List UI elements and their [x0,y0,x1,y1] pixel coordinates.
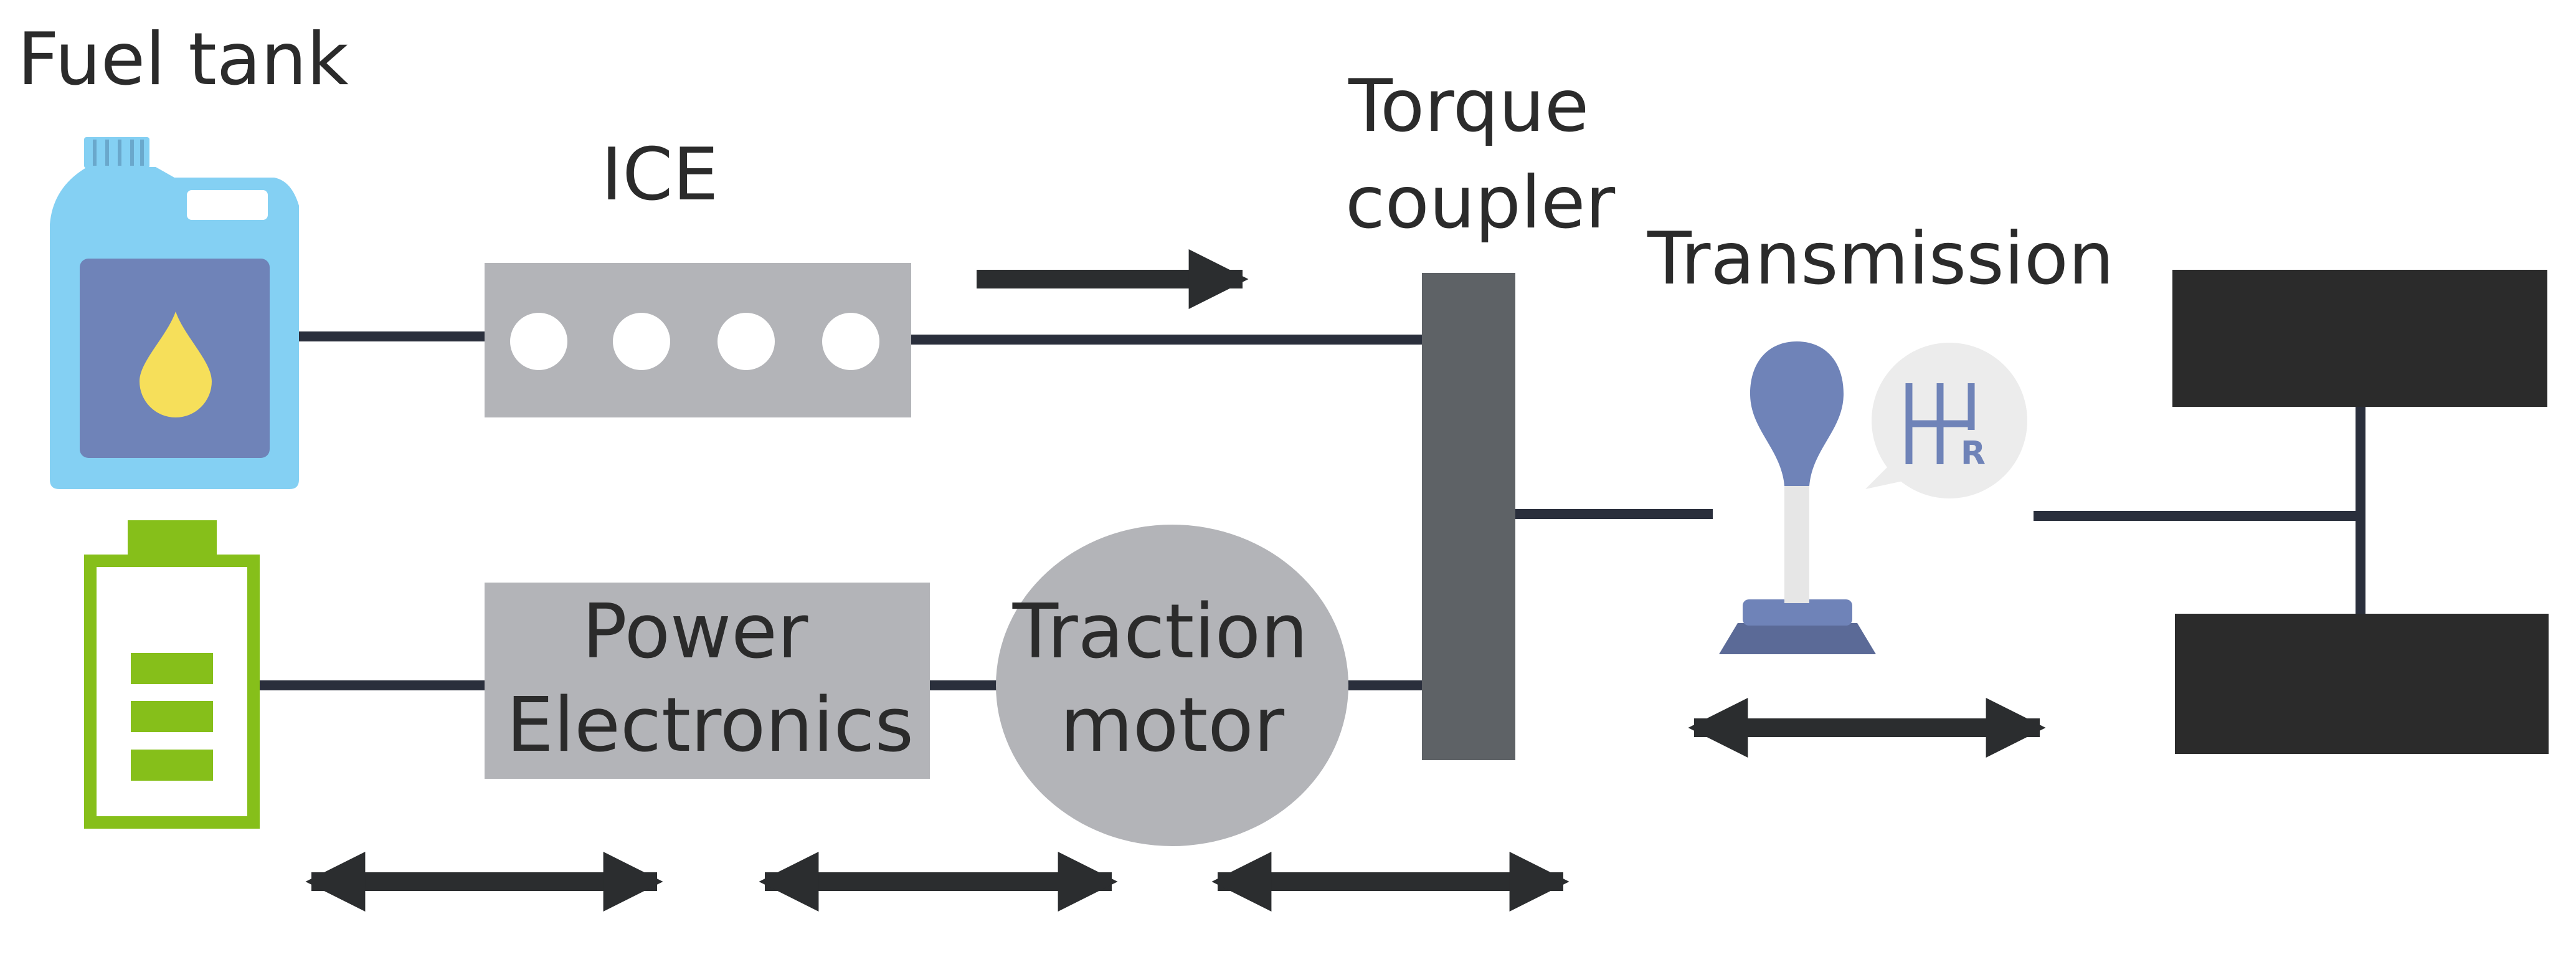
shifter-stick [1784,480,1809,603]
fuel-drop-icon [140,312,212,417]
cylinder-3 [717,313,775,370]
cylinder-1 [510,313,567,370]
shift-bubble-tail [1865,461,1909,489]
power-electronics-label-line1: Power [582,589,808,675]
torque-coupler-label-line1: Torque [1348,64,1589,148]
power-electronics-box [485,583,930,779]
traction-motor-label: Traction motor [1012,589,1332,769]
gear-pattern-icon: R [1865,343,2027,498]
torque-coupler-label-line2: coupler [1345,161,1615,245]
gear-pattern-reverse-label: R [1961,435,1986,472]
wheel-bottom [2175,614,2549,754]
power-electronics-label: Power Electronics [506,589,914,769]
gear-pattern-lines [1905,383,1975,464]
fuel-can-handle [187,190,268,220]
traction-motor-ellipse [996,525,1348,846]
shifter-knob [1750,341,1844,486]
gear-shifter-icon [1719,341,1876,654]
fuel-can-cap-ridges [93,140,144,166]
battery-cell-1 [131,653,213,684]
battery-terminal [128,520,217,559]
torque-coupler-label: Torque coupler [1345,64,1615,245]
fuel-can-icon [50,137,299,489]
ice-label: ICE [601,133,719,217]
wheel-top [2172,270,2547,407]
cylinder-2 [613,313,670,370]
flow-arrows [305,249,2046,912]
transmission-label: Transmission [1647,217,2114,301]
fuel-tank-label: Fuel tank [17,17,349,102]
battery-cell-2 [131,701,213,732]
ice-engine [485,263,911,417]
battery-icon [84,520,260,829]
shifter-base [1719,623,1876,654]
power-electronics-label-line2: Electronics [506,682,914,769]
connection-lines [255,331,2365,690]
shifter-boot [1743,599,1852,626]
cylinder-4 [822,313,879,370]
traction-motor-label-line2: motor [1060,682,1285,769]
torque-coupler-bar [1422,273,1515,760]
battery-cell-3 [131,750,213,781]
battery-body [84,555,260,829]
traction-motor-label-line1: Traction [1012,589,1308,675]
axle-wheels-icon [2172,270,2549,754]
